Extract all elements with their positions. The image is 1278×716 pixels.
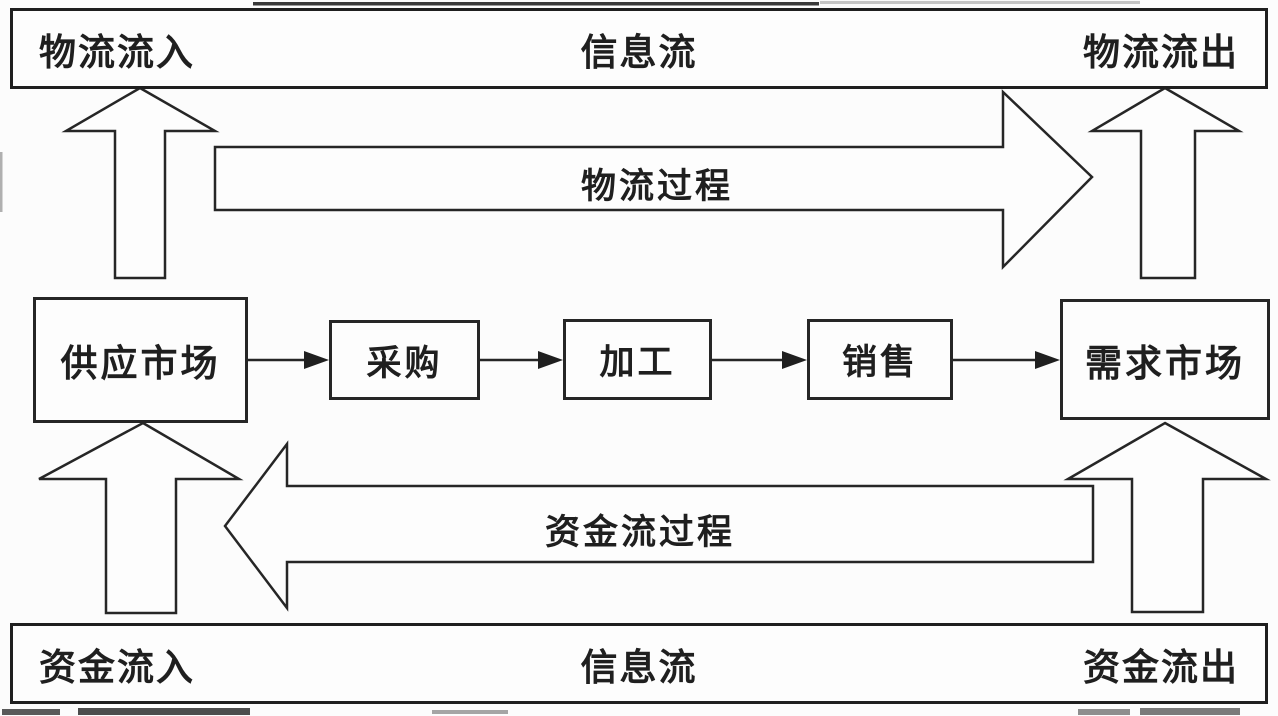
capital-inflow-label: 资金流入 <box>39 646 195 688</box>
material-outflow-label: 物流流出 <box>1083 31 1239 73</box>
connector-supply-to-procurement <box>248 351 329 369</box>
capital-outflow-arrow <box>1063 421 1271 614</box>
top-info-bar: 物流流入 信息流 物流流出 <box>10 8 1268 89</box>
node-procurement-label: 采购 <box>366 343 443 383</box>
capital-inflow-arrow <box>38 421 244 615</box>
scan-artifact-bottom-4 <box>1078 709 1130 715</box>
scan-artifact-top-line <box>253 2 819 6</box>
node-supply-market-label: 供应市场 <box>60 343 221 384</box>
material-outflow-arrow <box>1087 86 1244 280</box>
connector-sales-to-demand <box>953 351 1060 369</box>
scan-artifact-top-smudge <box>820 1 1140 4</box>
scan-artifact-bottom-5 <box>1140 708 1240 715</box>
info-flow-bottom-label: 信息流 <box>580 646 698 688</box>
info-flow-top-label: 信息流 <box>580 31 698 73</box>
node-sales-label: 销售 <box>841 343 918 382</box>
scan-artifact-bottom-3 <box>432 710 508 714</box>
node-demand-market: 需求市场 <box>1060 299 1270 420</box>
scan-artifact-left-edge <box>0 152 3 212</box>
capital-outflow-label: 资金流出 <box>1083 646 1239 688</box>
node-supply-market: 供应市场 <box>33 297 248 423</box>
material-inflow-label: 物流流入 <box>39 31 195 73</box>
node-processing-label: 加工 <box>599 343 676 382</box>
material-process-arrow <box>213 89 1094 271</box>
connector-processing-to-sales <box>712 351 807 369</box>
scan-artifact-bottom-2 <box>78 708 250 715</box>
bottom-info-bar: 资金流入 信息流 资金流出 <box>10 623 1268 704</box>
capital-process-arrow <box>223 440 1095 612</box>
material-inflow-arrow <box>61 86 220 280</box>
node-sales: 销售 <box>807 319 953 400</box>
node-demand-market-label: 需求市场 <box>1085 342 1245 384</box>
connector-procurement-to-processing <box>480 351 563 369</box>
node-processing: 加工 <box>563 319 712 400</box>
scan-artifact-bottom-1 <box>2 709 60 715</box>
node-procurement: 采购 <box>329 320 480 400</box>
